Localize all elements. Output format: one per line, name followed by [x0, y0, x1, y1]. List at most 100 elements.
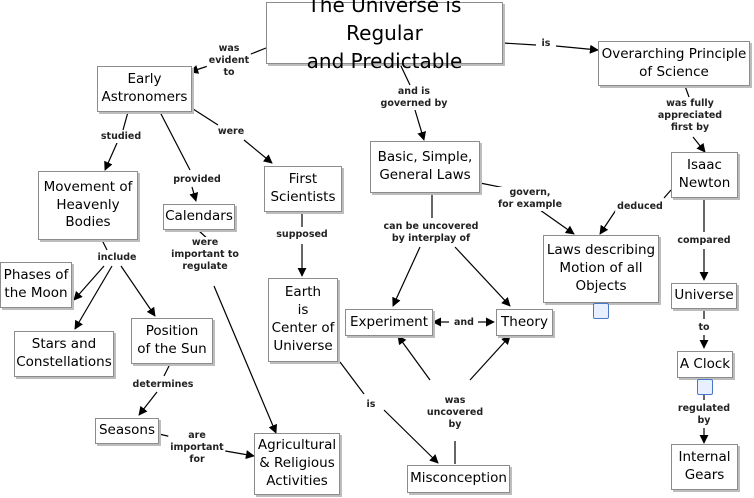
concept-calendars[interactable]: Calendars [163, 204, 235, 230]
link-label: to [696, 322, 712, 334]
concept-phases-of-the-moon[interactable]: Phases of the Moon [0, 262, 72, 308]
concept-line: Universe [674, 287, 734, 304]
link-label: deduced [615, 201, 665, 213]
link-line [555, 44, 599, 54]
concept-a-clock[interactable]: A Clock [677, 351, 733, 378]
concept-line: Newton [678, 175, 731, 191]
concept-line: Objects [575, 277, 627, 294]
concept-stars-and-constellations[interactable]: Stars and Constellations [14, 331, 114, 377]
link-line [104, 142, 118, 171]
concept-line: Universe [273, 337, 333, 354]
concept-line: Seasons [98, 422, 156, 439]
link-label: is [539, 38, 553, 50]
concept-universe-regular[interactable]: The Universe is Regular and Predictable [266, 0, 503, 73]
concept-line: of Science [639, 63, 709, 80]
concept-line: of the Sun [137, 341, 207, 357]
link-label: and is governed by [378, 86, 450, 110]
concept-laws-describing-motion[interactable]: Laws describing Motion of all Objects [543, 235, 659, 303]
link-line [159, 111, 191, 171]
concept-line: is [297, 302, 309, 319]
link-line [189, 186, 199, 202]
concept-line: Activities [266, 472, 328, 489]
concept-line: A Clock [679, 355, 731, 372]
concept-line: Astronomers [101, 89, 188, 105]
concept-agricultural-religious-activities[interactable]: Agricultural & Religious Activities [254, 433, 340, 495]
concept-line: Motion of all [559, 260, 643, 277]
link-line [392, 246, 421, 307]
link-label: provided [171, 174, 223, 186]
concept-line: Overarching Principle [601, 45, 747, 62]
link-line [599, 209, 617, 235]
concept-isaac-newton[interactable]: Isaac Newton [671, 152, 738, 198]
concept-earth-center-of-universe[interactable]: Earth is Center of Universe [268, 278, 338, 362]
link-line [383, 409, 439, 464]
concept-line: Misconception [410, 470, 507, 487]
link-line [120, 265, 156, 317]
link-label: were important to regulate [169, 237, 241, 273]
concept-line: & Religious [259, 455, 335, 472]
link-line [138, 391, 158, 416]
concept-theory[interactable]: Theory [496, 309, 553, 336]
link-line [414, 109, 426, 141]
submap-icon[interactable] [697, 379, 713, 395]
link-line [502, 42, 537, 46]
link-line [663, 189, 672, 199]
concept-movement-heavenly-bodies[interactable]: Movement of Heavenly Bodies [38, 171, 138, 240]
link-line [101, 239, 108, 251]
link-line [73, 265, 105, 301]
concept-line: Gears [684, 467, 725, 483]
link-label: was uncovered by [424, 395, 486, 431]
concept-line: Early [127, 71, 162, 88]
concept-line: Earth [284, 284, 322, 301]
submap-icon[interactable] [593, 303, 609, 319]
link-label: was fully appreciated first by [655, 98, 725, 134]
concept-seasons[interactable]: Seasons [95, 418, 159, 444]
link-line [539, 209, 575, 235]
link-label: was evident to [206, 43, 252, 79]
link-label: determines [130, 379, 196, 391]
concept-line: and Predictable [306, 49, 463, 73]
concept-line: The Universe is Regular [307, 0, 462, 45]
link-line [213, 285, 277, 434]
concept-experiment[interactable]: Experiment [345, 309, 433, 336]
link-label: can be uncovered by interplay of [381, 221, 481, 245]
concept-line: General Laws [379, 167, 471, 183]
link-line [397, 335, 431, 381]
concept-line: Position [145, 323, 199, 340]
link-label: regulated by [675, 403, 733, 427]
concept-misconception[interactable]: Misconception [407, 465, 510, 493]
concept-line: Experiment [349, 313, 428, 330]
link-line [454, 246, 511, 307]
link-label: compared [675, 235, 733, 247]
link-line [163, 363, 171, 377]
concept-line: Theory [501, 313, 548, 330]
link-label: and [452, 317, 476, 329]
concept-early-astronomers[interactable]: Early Astronomers [97, 66, 192, 112]
link-line [469, 335, 511, 381]
link-label: is [364, 399, 378, 411]
concept-first-scientists[interactable]: First Scientists [264, 166, 342, 212]
link-line [399, 63, 411, 86]
link-line [74, 265, 113, 330]
concept-line: Internal [678, 449, 731, 466]
concept-universe[interactable]: Universe [671, 283, 737, 309]
link-line [243, 139, 273, 164]
link-line [189, 106, 219, 126]
link-line [684, 85, 690, 98]
link-label: include [95, 252, 139, 264]
concept-line: Bodies [65, 214, 111, 231]
concept-internal-gears[interactable]: Internal Gears [671, 444, 738, 490]
link-label: supposed [274, 229, 330, 241]
link-line [122, 111, 129, 131]
concept-line: Movement of [43, 178, 133, 195]
concept-overarching-principle[interactable]: Overarching Principle of Science [598, 41, 750, 86]
concept-line: the Moon [4, 285, 68, 301]
concept-line: Laws describing [546, 242, 656, 259]
concept-line: Scientists [270, 189, 336, 205]
concept-basic-laws[interactable]: Basic, Simple, General Laws [370, 141, 480, 193]
concept-line: Isaac [687, 157, 722, 174]
concept-position-of-the-sun[interactable]: Position of the Sun [131, 318, 213, 364]
concept-line: Stars and [31, 336, 97, 353]
link-line [692, 136, 706, 153]
